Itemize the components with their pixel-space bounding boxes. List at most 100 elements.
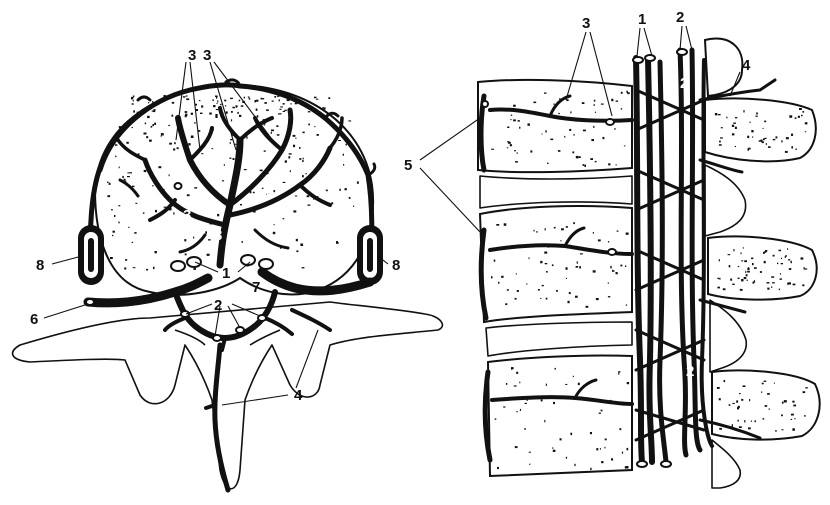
bone-speck [224, 100, 226, 102]
bone-speck [283, 182, 286, 183]
bone-speck [172, 115, 174, 117]
bone-speck [501, 276, 504, 278]
bone-speck [715, 113, 717, 115]
bone-speck [622, 452, 623, 454]
bone-speck [603, 137, 605, 139]
bone-speck [718, 114, 721, 115]
bone-speck [201, 105, 203, 107]
bone-speck [719, 144, 722, 146]
bone-speck [540, 298, 541, 299]
bone-speck [576, 156, 579, 159]
bone-speck [152, 111, 155, 112]
bone-speck [555, 368, 556, 370]
bone-speck [792, 401, 794, 403]
bone-speck [804, 415, 805, 417]
bone-speck [805, 122, 808, 124]
bone-speck [542, 285, 544, 286]
bone-speck [158, 166, 161, 168]
bone-speck [303, 132, 305, 134]
bone-speck [308, 124, 310, 126]
bone-speck [353, 206, 354, 207]
bone-speck [529, 257, 530, 259]
bone-speck [506, 383, 507, 385]
bone-speck [231, 111, 233, 113]
bone-speck [224, 164, 225, 166]
bone-speck [591, 139, 594, 141]
label-3-inner-c: 3 [214, 227, 222, 244]
bone-speck [740, 289, 743, 291]
bone-speck [804, 267, 805, 269]
bone-speck [185, 111, 188, 113]
bone-speck [717, 387, 720, 389]
bone-speck [723, 288, 726, 290]
bone-speck [283, 111, 285, 112]
bone-speck [792, 428, 795, 431]
bone-speck [155, 251, 157, 253]
bone-speck [547, 163, 549, 164]
bone-speck [772, 282, 775, 283]
bone-speck [763, 418, 765, 420]
bone-speck [787, 283, 788, 285]
bone-speck [596, 448, 598, 450]
bone-speck [620, 265, 622, 267]
bone-speck [279, 99, 280, 101]
bone-speck [583, 130, 586, 132]
bone-speck [193, 237, 194, 239]
bone-speck [780, 278, 783, 279]
bone-speck [608, 241, 609, 242]
bone-speck [626, 466, 629, 469]
bone-speck [794, 418, 795, 419]
bone-speck [264, 124, 265, 125]
bone-speck [119, 167, 120, 169]
bone-speck [789, 115, 792, 118]
bone-speck [546, 271, 548, 273]
bone-speck [308, 205, 311, 206]
bone-speck [803, 111, 805, 113]
bone-speck [574, 134, 575, 136]
bone-speck [544, 420, 545, 422]
bone-speck [570, 111, 571, 113]
bone-speck [229, 158, 231, 159]
bone-speck [762, 383, 764, 385]
bone-speck [230, 98, 233, 99]
label-1-right: 1 [638, 11, 646, 28]
bone-speck [775, 430, 776, 432]
bone-speck [802, 284, 804, 286]
bone-speck [200, 113, 203, 114]
bone-speck [785, 255, 786, 257]
bone-speck [225, 105, 226, 106]
bone-speck [205, 231, 207, 234]
bone-speck [283, 218, 285, 219]
bone-speck [743, 110, 744, 112]
bone-speck [110, 257, 113, 259]
bone-speck [719, 428, 722, 430]
bone-speck [780, 273, 781, 274]
bone-speck [805, 387, 808, 388]
bone-speck [177, 147, 179, 149]
bone-speck [720, 137, 723, 138]
bone-speck [153, 267, 155, 269]
bone-speck [573, 376, 574, 377]
bone-speck [626, 233, 629, 235]
bone-speck [735, 146, 736, 147]
bone-speck [316, 99, 319, 100]
bone-speck [215, 96, 218, 98]
bone-speck [260, 170, 263, 172]
bone-speck [752, 263, 754, 265]
bone-speck [788, 282, 791, 284]
bone-speck [183, 96, 186, 97]
bone-speck [732, 133, 735, 135]
bone-speck [586, 306, 589, 308]
bone-speck [324, 107, 326, 109]
bone-speck [516, 372, 518, 374]
bone-speck [107, 182, 108, 183]
bone-speck [143, 212, 145, 213]
bone-speck [194, 122, 196, 123]
bone-speck [596, 298, 599, 300]
bone-speck [601, 461, 603, 463]
bone-speck [276, 125, 278, 127]
pedicle-4 [712, 440, 740, 488]
bone-speck [129, 172, 132, 173]
bone-speck [296, 239, 298, 241]
bone-speck [556, 290, 558, 292]
